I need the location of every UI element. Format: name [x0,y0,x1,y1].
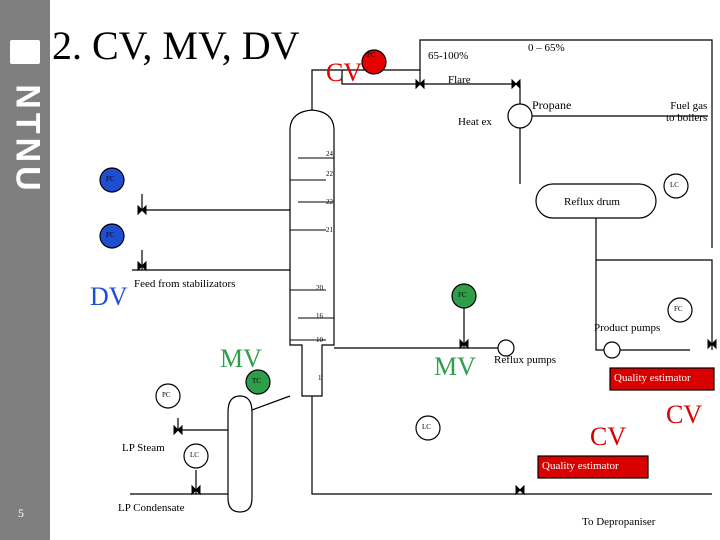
reflux-pump-icon [497,339,515,357]
cv-right-label: CV [666,400,703,429]
lp-steam-label: LP Steam [122,442,165,454]
propane-label: Propane [532,98,572,112]
quality-estimator-box-2 [537,455,649,479]
lc-reb-text: LC [190,451,199,459]
tray-label: 10 [316,336,323,344]
pc-top-text: PC [367,51,376,59]
quality-estimator-1-label: Quality estimator [614,372,691,384]
dv-label: DV [90,282,128,311]
pc-left-controller [155,383,181,409]
tray-label: 24 [326,150,333,158]
fc-2-controller [99,223,125,249]
pct-b-label: 0 – 65% [528,42,565,54]
tray-label: 16 [316,312,323,320]
lc-drum-controller [663,173,689,199]
to-depropaniser-label: To Depropaniser [582,516,656,528]
fc-reflux-controller [451,283,477,309]
fc-2-text: FC [106,231,115,239]
tray-label: 22 [326,198,333,206]
lp-condensate-label: LP Condensate [118,502,185,514]
heat-exchanger [507,103,533,129]
tray-label: 20 [316,284,323,292]
fuel-gas-label: Fuel gas to boilers [666,100,708,124]
pc-left-text: PC [162,391,171,399]
ntnu-sidebar: NTNU 5 [0,0,50,540]
feed-label: Feed from stabilizators [134,278,236,290]
tc-text: TC [252,377,261,385]
mv-left-label: MV [220,344,262,373]
quality-estimator-box-1 [609,367,715,391]
heat-ex-label: Heat ex [458,116,492,128]
fc-reflux-text: FC [458,291,467,299]
product-pumps-label: Product pumps [594,322,661,334]
slide-title: 2. CV, MV, DV [52,23,300,68]
fc-1-controller [99,167,125,193]
mv-right-label: MV [434,352,476,381]
reflux-pumps-label: Reflux pumps [494,354,557,366]
fc-product-text: FC [674,305,683,313]
tray-label: 22 [326,170,333,178]
fc-1-text: FC [106,175,115,183]
reboiler [227,395,253,513]
slide-number: 5 [18,506,24,520]
cv-top-label: CV [326,58,363,87]
ntnu-logo-icon [10,40,40,64]
lc-drum-text: LC [670,181,679,189]
product-pump-icon [603,341,621,359]
lc-reb-controller [183,443,209,469]
reflux-drum-label: Reflux drum [564,196,620,208]
quality-estimator-2-label: Quality estimator [542,460,619,472]
tray-label: 21 [326,226,333,234]
pc-top-controller [361,49,387,75]
fc-product-controller [667,297,693,323]
lc-bottom-text: LC [422,423,431,431]
distillation-column [289,109,335,397]
cv-bottom-label: CV [590,422,627,451]
tc-controller [245,369,271,395]
flare-label: Flare [448,74,471,86]
pct-a-label: 65-100% [428,50,469,62]
tray-label: 1 [318,374,322,382]
lc-bottom-controller [415,415,441,441]
